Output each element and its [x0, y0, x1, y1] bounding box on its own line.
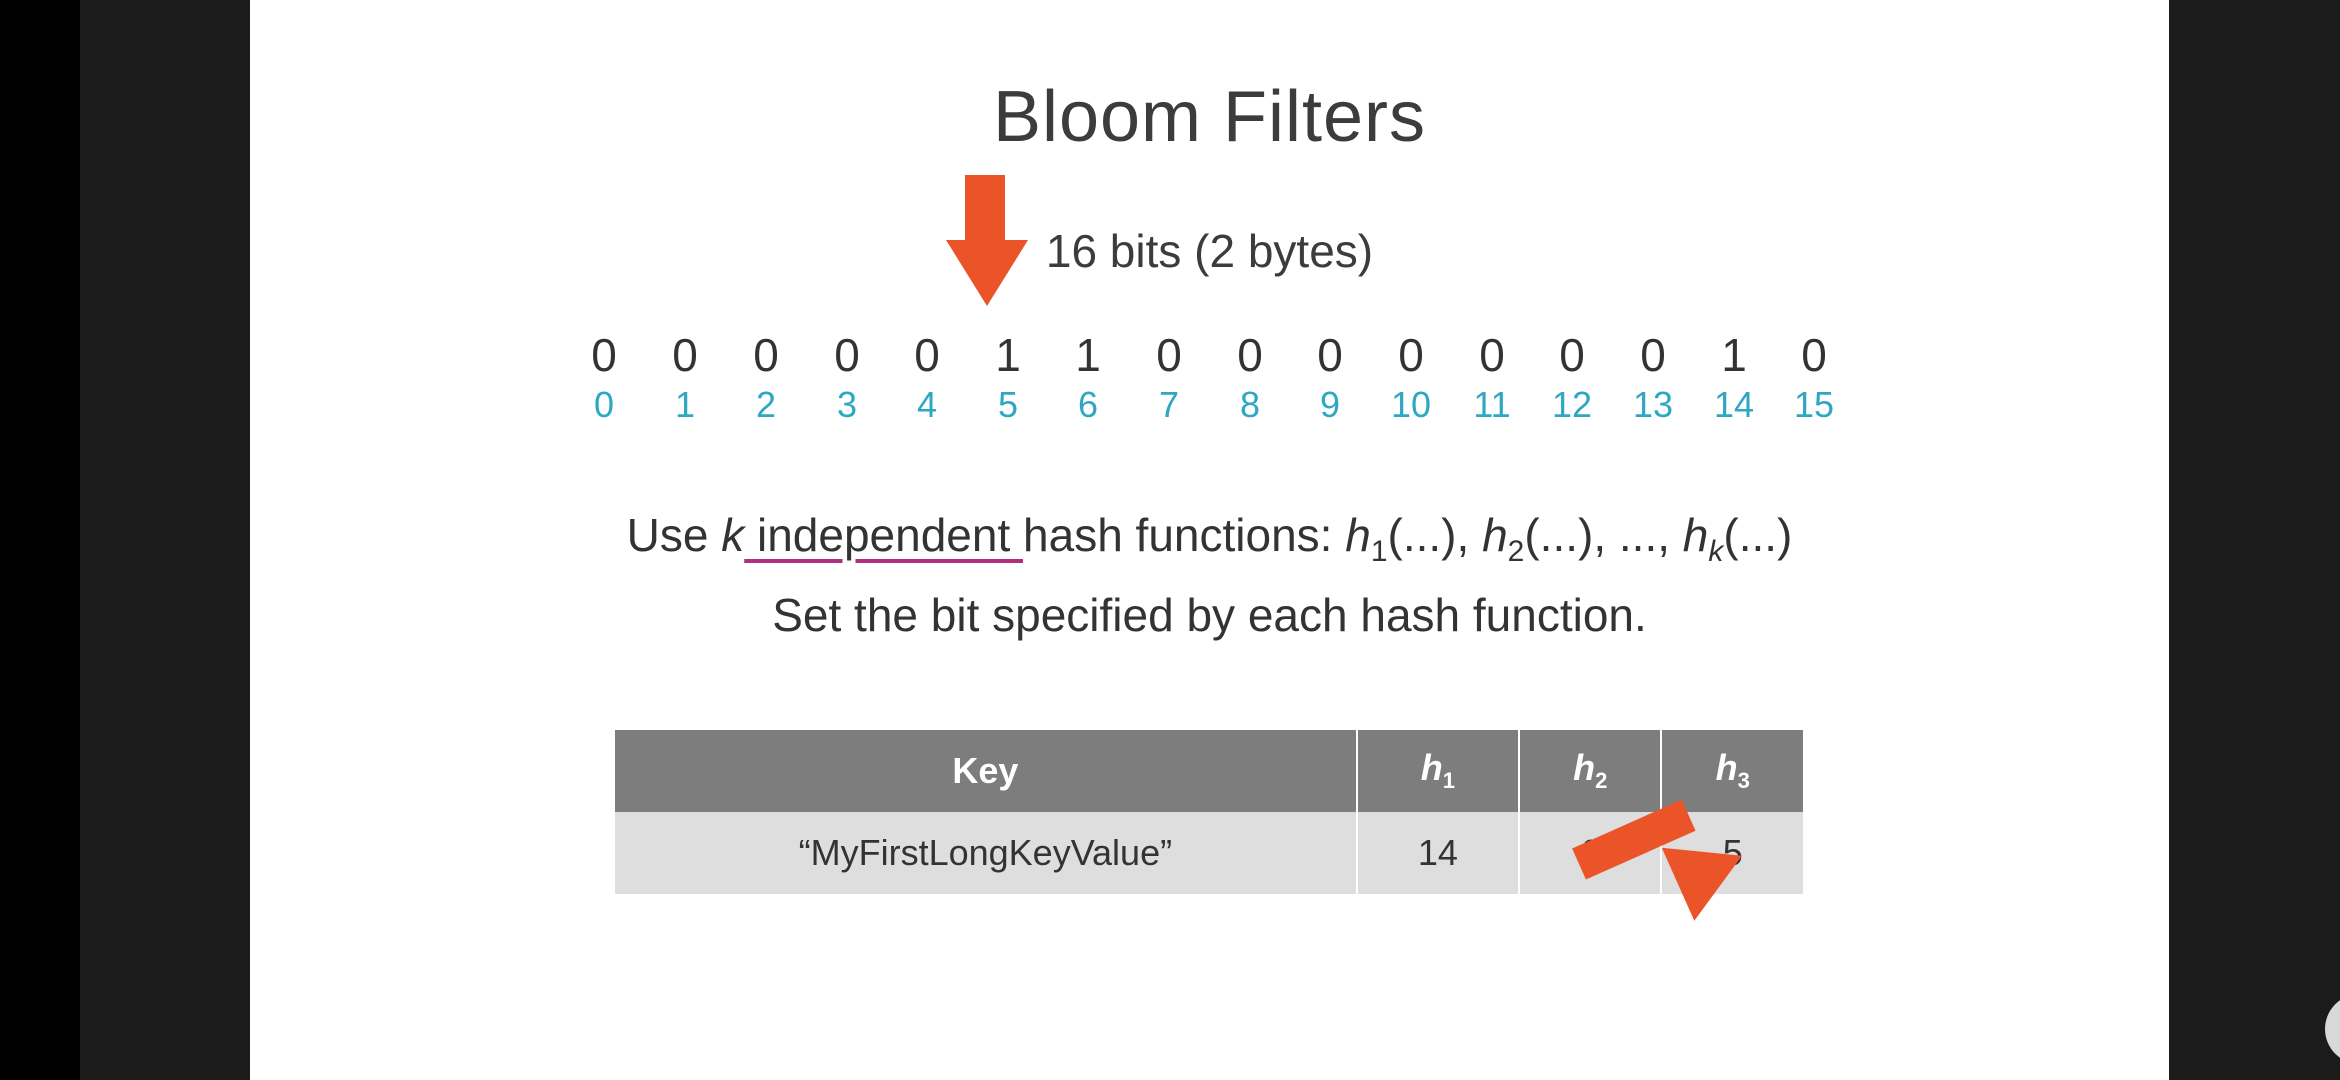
bit-4: 0	[914, 329, 940, 381]
index-5: 5	[997, 384, 1019, 425]
bit-9: 0	[1317, 329, 1343, 381]
cell-key: “MyFirstLongKeyValue”	[615, 812, 1358, 894]
bit-array: 0 0 0 0 0 1 1 0 0 0 0 0 0 0 1 0 0 1 2 3 …	[250, 0, 2169, 440]
index-3: 3	[836, 384, 858, 425]
index-4: 4	[916, 384, 938, 425]
index-13: 13	[1632, 384, 1674, 425]
index-1: 1	[674, 384, 696, 425]
header-key: Key	[615, 730, 1358, 812]
index-6: 6	[1077, 384, 1099, 425]
index-2: 2	[755, 384, 777, 425]
index-14: 14	[1713, 384, 1755, 425]
bit-7: 0	[1156, 329, 1182, 381]
slide: Bloom Filters 16 bits (2 bytes) 0 0 0 0 …	[250, 0, 2340, 1080]
bit-8: 0	[1237, 329, 1263, 381]
play-button[interactable]	[2325, 994, 2340, 1064]
bit-10: 0	[1398, 329, 1424, 381]
bit-2: 0	[753, 329, 779, 381]
bit-12: 0	[1559, 329, 1585, 381]
right-sidebar	[2169, 0, 2340, 1080]
header-h3: h3	[1661, 730, 1803, 812]
header-h1: h1	[1356, 730, 1521, 812]
index-8: 8	[1239, 384, 1261, 425]
bit-5: 1	[995, 329, 1021, 381]
cell-h1: 14	[1356, 812, 1521, 894]
slide-subtitle: 16 bits (2 bytes)	[1045, 225, 1374, 277]
index-11: 11	[1473, 384, 1511, 425]
hash-table: Key h1 h2 h3 “MyFirstLongKeyValue” 14 6 …	[615, 730, 1803, 894]
hash-functions-line: Use k independent hash functions: h1(...…	[626, 509, 1793, 569]
bit-15: 0	[1801, 329, 1827, 381]
index-10: 10	[1390, 384, 1432, 425]
independent-link[interactable]: independent	[744, 509, 1024, 561]
bit-6: 1	[1075, 329, 1101, 381]
down-arrow-icon	[946, 240, 1028, 306]
index-0: 0	[593, 384, 615, 425]
index-15: 15	[1793, 384, 1835, 425]
index-12: 12	[1551, 384, 1593, 425]
bit-0: 0	[591, 329, 617, 381]
set-bit-line: Set the bit specified by each hash funct…	[772, 589, 1647, 641]
index-9: 9	[1319, 384, 1341, 425]
bit-13: 0	[1640, 329, 1666, 381]
bit-1: 0	[672, 329, 698, 381]
bit-14: 1	[1721, 329, 1747, 381]
bit-3: 0	[834, 329, 860, 381]
slide-title: Bloom Filters	[992, 77, 1427, 157]
bit-11: 0	[1479, 329, 1505, 381]
index-7: 7	[1158, 384, 1180, 425]
left-sidebar	[80, 0, 250, 1080]
header-h2: h2	[1519, 730, 1663, 812]
